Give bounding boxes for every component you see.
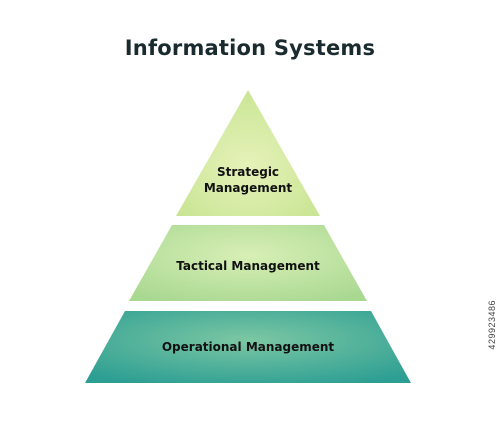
- tier-label-tactical: Tactical Management: [176, 259, 320, 273]
- pyramid-tier-operational: [85, 311, 411, 383]
- tier-label-strategic-line1: Strategic: [217, 165, 279, 179]
- stock-image-id: 429923486: [487, 300, 497, 350]
- pyramid-tier-strategic: [176, 90, 320, 216]
- pyramid-tier-tactical: [129, 225, 367, 301]
- tier-label-strategic-line2: Management: [204, 181, 293, 195]
- diagram-title: Information Systems: [124, 36, 376, 60]
- tier-label-operational: Operational Management: [162, 340, 335, 354]
